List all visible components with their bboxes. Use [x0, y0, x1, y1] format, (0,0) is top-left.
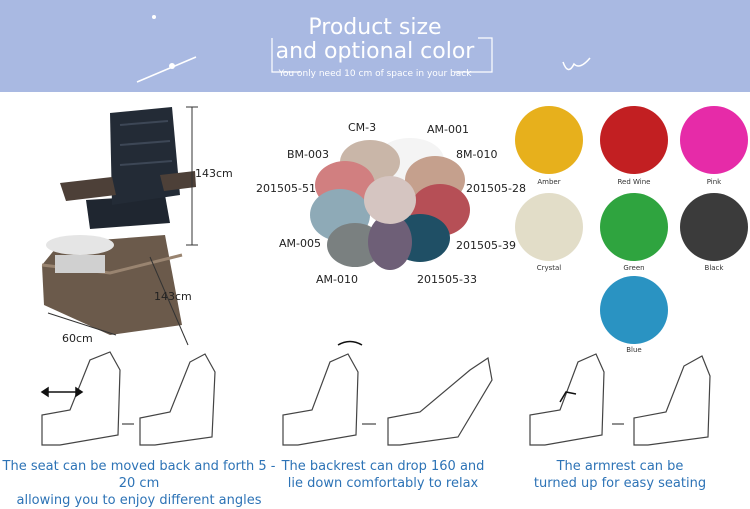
feature-caption-armrest: The armrest can be turned up for easy se… — [520, 458, 720, 492]
bowl-label-1: Red Wine — [617, 178, 651, 186]
leather-label-2: BM-003 — [287, 148, 330, 161]
feature-caption-seat-line1: The seat can be moved back and forth 5 -… — [2, 459, 276, 491]
feature-illustrations — [40, 340, 711, 446]
leather-label-5: 201505-28 — [466, 182, 526, 195]
leather-label-4: 201505-51 — [256, 182, 316, 195]
bowl-label-6: Blue — [626, 346, 642, 354]
bowl-label-4: Green — [623, 264, 645, 272]
depth-label: 143cm — [154, 290, 192, 303]
banner: Product size and optional color You only… — [0, 0, 750, 92]
feature-caption-backrest: The backrest can drop 160 and lie down c… — [278, 458, 488, 492]
height-label: 143cm — [195, 167, 233, 180]
banner-title-line1: Product size — [308, 15, 442, 40]
bowl-swatches — [515, 106, 748, 344]
bowl-green — [600, 193, 668, 261]
leather-label-1: AM-001 — [427, 123, 469, 136]
feature-caption-backrest-line2: lie down comfortably to relax — [287, 476, 479, 491]
bowl-label-2: Pink — [706, 178, 722, 186]
bowl-pink — [680, 106, 748, 174]
bowl-crystal — [515, 193, 583, 261]
width-label: 60cm — [62, 332, 93, 345]
bowl-label-3: Crystal — [536, 264, 562, 272]
feature-caption-backrest-line1: The backrest can drop 160 and — [281, 459, 485, 474]
bowl-black — [680, 193, 748, 261]
leather-label-7: 201505-39 — [456, 239, 516, 252]
banner-title-line2: and optional color — [275, 39, 475, 64]
feature-caption-armrest-line2: turned up for easy seating — [533, 476, 707, 491]
feature-caption-seat-line2: allowing you to enjoy different angles — [16, 493, 262, 508]
leather-swatches — [310, 138, 470, 270]
leather-label-0: CM-3 — [348, 121, 377, 134]
bowl-blue — [600, 276, 668, 344]
banner-subtitle: You only need 10 cm of space in your bac… — [278, 69, 472, 79]
leather-label-8: AM-010 — [316, 273, 358, 286]
leather-label-9: 201505-33 — [417, 273, 477, 286]
feature-caption-seat: The seat can be moved back and forth 5 -… — [0, 458, 278, 509]
leather-label-3: 8M-010 — [456, 148, 498, 161]
banner-decoration — [136, 15, 591, 83]
leather-label-6: AM-005 — [279, 237, 321, 250]
feature-caption-armrest-line1: The armrest can be — [556, 459, 684, 474]
pedicure-chair-image — [41, 106, 198, 346]
bowl-label-5: Black — [704, 264, 724, 272]
bowl-amber — [515, 106, 583, 174]
bowl-red-wine — [600, 106, 668, 174]
bowl-label-0: Amber — [537, 178, 561, 186]
